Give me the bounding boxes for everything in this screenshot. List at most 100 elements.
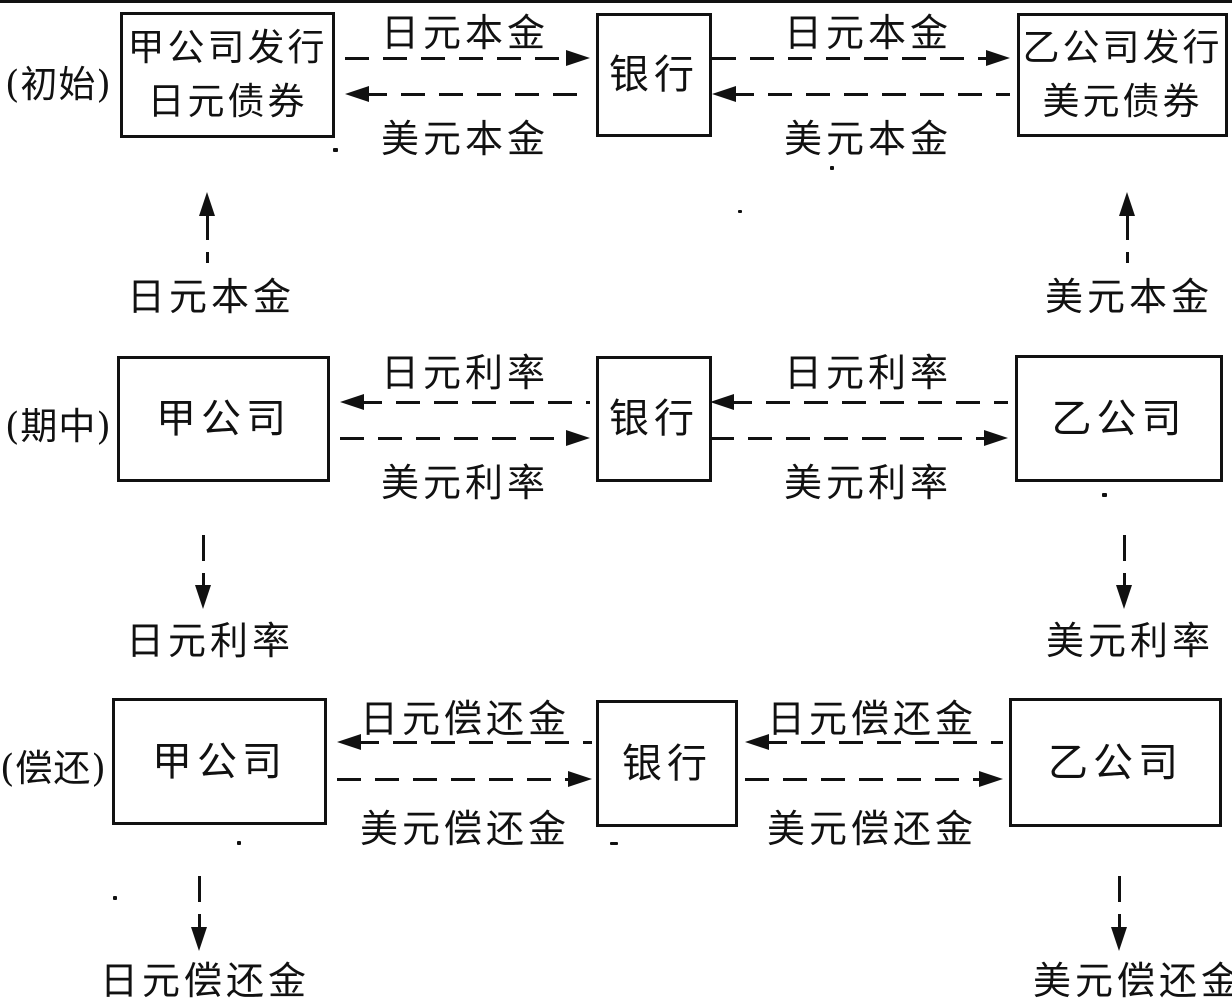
box-text-line: 银行 [609,396,699,442]
scan-speck [1102,493,1107,497]
arrow-usd-repayment-a-to-bank [337,771,592,787]
arrow-line [730,93,1010,96]
box-text-line: 甲公司 [156,396,291,442]
scan-speck [333,148,338,152]
arrowhead-left-icon [712,86,736,102]
arrow-jpy-interest-b-to-bank [710,394,1008,410]
arrowhead-right-icon [568,771,592,787]
arrow-line [345,57,572,60]
arrowhead-left-icon [745,734,769,750]
stage-label-initial: (初始) [5,63,112,106]
arrow-usd-principal-into-b [1119,192,1135,263]
box-text-line: 银行 [622,740,712,787]
scan-speck [830,166,834,170]
arrow-line [745,778,985,781]
arrow-line [340,437,572,440]
arrow-jpy-principal-into-a [199,192,215,263]
arrow-jpy-principal-bank-to-b [712,50,1010,66]
box-company-a-issues-yen-bonds: 甲公司发行 日元债券 [120,12,335,138]
scan-speck [113,896,117,900]
arrowhead-left-icon [345,86,369,102]
label-usd-principal-bottom: 美元本金 [783,117,953,161]
arrowhead-down-icon [1116,585,1132,609]
arrow-usd-interest-bank-to-b [710,430,1008,446]
arrow-usd-interest-a-to-bank [340,430,590,446]
label-jpy-principal-below: 日元本金 [126,275,296,319]
arrowhead-right-icon [979,771,1003,787]
arrow-usd-repayment-out-of-b [1111,876,1127,951]
box-text-line: 美元债券 [1042,80,1203,123]
arrow-line [358,401,590,404]
arrow-line [728,401,1008,404]
label-jpy-repayment-top: 日元偿还金 [766,697,978,741]
box-bank-repayment: 银行 [596,700,738,827]
arrow-line [206,214,209,263]
arrowhead-up-icon [1119,192,1135,216]
label-usd-repayment-bottom: 美元偿还金 [766,807,978,851]
scan-speck [610,842,618,845]
arrow-line [337,778,574,781]
label-usd-repayment-below: 美元偿还金 [1032,959,1232,1003]
label-usd-principal-bottom: 美元本金 [380,117,550,161]
label-jpy-interest-top: 日元利率 [380,351,550,395]
arrow-usd-principal-bank-to-a [345,86,590,102]
box-text-line: 日元债券 [147,80,308,123]
arrow-usd-principal-b-to-bank [712,86,1010,102]
box-bank-initial: 银行 [596,13,712,137]
box-text-line: 银行 [609,52,699,98]
arrowhead-down-icon [1111,927,1127,951]
arrow-line [363,93,590,96]
label-usd-interest-bottom: 美元利率 [380,461,550,505]
box-text-line: 甲公司 [152,738,287,785]
arrowhead-left-icon [710,394,734,410]
label-usd-interest-below: 美元利率 [1045,619,1215,663]
label-jpy-principal-top: 日元本金 [783,11,953,55]
box-company-b-interim: 乙公司 [1015,355,1223,482]
arrow-line [710,437,990,440]
box-text-line: 乙公司 [1048,739,1183,786]
arrowhead-left-icon [340,394,364,410]
arrow-line [1126,214,1129,263]
arrowhead-up-icon [199,192,215,216]
label-jpy-interest-below: 日元利率 [125,619,295,663]
scan-speck [738,210,742,213]
box-company-b-repayment: 乙公司 [1009,698,1222,827]
box-company-b-issues-usd-bonds: 乙公司发行 美元债券 [1017,13,1228,137]
label-jpy-repayment-top: 日元偿还金 [359,697,571,741]
scan-border-top [0,0,1232,3]
arrowhead-right-icon [566,430,590,446]
label-usd-interest-bottom: 美元利率 [783,461,953,505]
label-jpy-repayment-below: 日元偿还金 [99,959,311,1003]
arrowhead-down-icon [195,585,211,609]
arrowhead-right-icon [986,50,1010,66]
arrow-jpy-repayment-b-to-bank [745,734,1003,750]
box-company-a-repayment: 甲公司 [112,698,327,825]
box-text-line: 甲公司发行 [127,25,328,69]
arrow-jpy-repayment-bank-to-a [337,734,592,750]
arrow-jpy-interest-out-of-a [195,535,211,609]
arrowhead-left-icon [337,734,361,750]
arrow-jpy-principal-a-to-bank [345,50,590,66]
arrow-line [763,741,1003,744]
arrow-usd-repayment-bank-to-b [745,771,1003,787]
label-jpy-principal-top: 日元本金 [380,11,550,55]
label-usd-repayment-bottom: 美元偿还金 [359,807,571,851]
stage-label-interim: (期中) [5,405,112,448]
arrowhead-down-icon [191,927,207,951]
box-bank-interim: 银行 [596,356,712,482]
arrow-line [712,57,992,60]
arrow-jpy-repayment-out-of-a [191,876,207,951]
arrow-line [355,741,592,744]
arrow-line [198,876,201,929]
box-text-line: 乙公司发行 [1022,25,1223,69]
arrowhead-right-icon [984,430,1008,446]
arrow-line [202,535,205,587]
arrowhead-right-icon [566,50,590,66]
arrow-jpy-interest-bank-to-a [340,394,590,410]
arrow-line [1123,535,1126,587]
arrow-usd-interest-out-of-b [1116,535,1132,609]
scan-speck [237,841,241,845]
box-company-a-interim: 甲公司 [117,356,330,482]
label-jpy-interest-top: 日元利率 [783,351,953,395]
